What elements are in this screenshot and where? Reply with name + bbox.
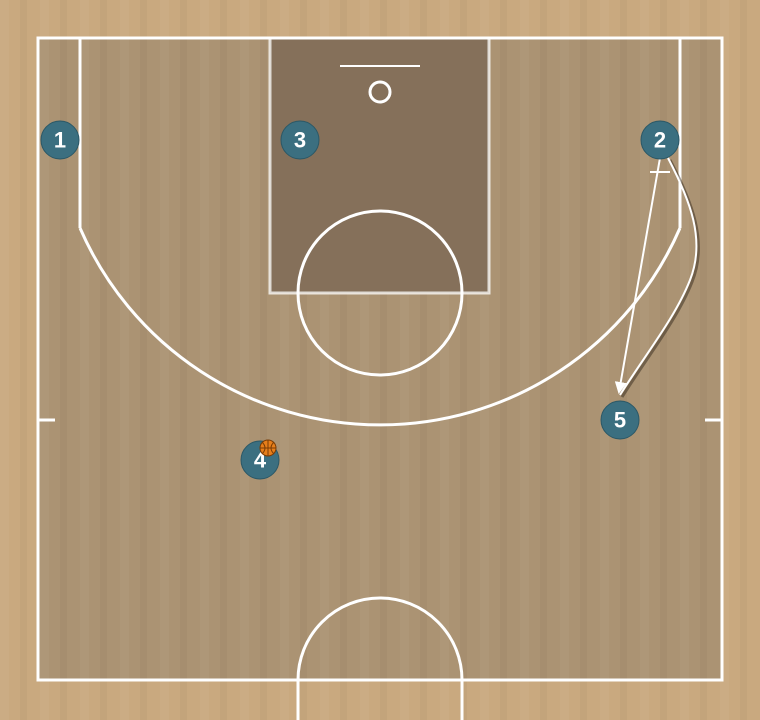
player-3-label: 3: [294, 128, 306, 153]
cut-path-2: [619, 157, 698, 396]
player-1-label: 1: [54, 128, 66, 153]
player-1[interactable]: 1: [40, 120, 80, 160]
player-5[interactable]: 5: [600, 400, 640, 440]
cut-path-shadow: [620, 159, 700, 398]
basketball-icon: [259, 439, 277, 457]
paint-area: [270, 38, 489, 293]
player-2[interactable]: 2: [640, 120, 680, 160]
player-4[interactable]: 4: [240, 439, 280, 480]
player-3-marker: [280, 120, 320, 160]
screen-path-2-to-5: [614, 157, 661, 394]
player-5-marker: [600, 400, 640, 440]
center-circle: [296, 596, 464, 720]
rim: [368, 80, 392, 104]
player-1-marker: [40, 120, 80, 160]
player-5-label: 5: [614, 408, 626, 433]
lane-lines: [268, 36, 491, 295]
player-2-label: 2: [654, 128, 666, 153]
player-2-marker: [640, 120, 680, 160]
play-actions: [614, 157, 700, 398]
three-point-arc: [78, 227, 682, 427]
player-3[interactable]: 3: [280, 120, 320, 160]
